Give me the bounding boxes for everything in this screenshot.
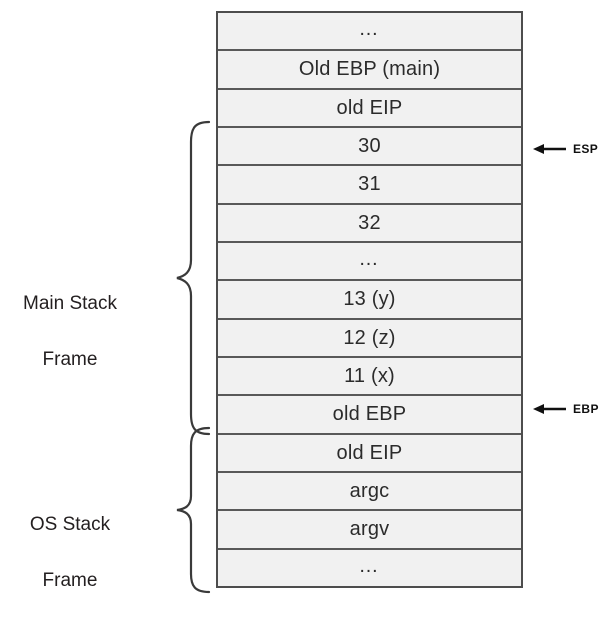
- stack-row: 13 (y): [218, 281, 521, 320]
- frame-label-main-stack-line2: Frame: [42, 349, 98, 370]
- arrow-left-icon: [531, 142, 567, 156]
- stack-row: 11 (x): [218, 357, 521, 397]
- stack-row-label: 11 (x): [344, 365, 395, 388]
- frame-label-main-stack: Main Stack Frame: [0, 262, 140, 402]
- arrow-left-icon: [531, 402, 567, 416]
- stack-row-label: old EBP: [332, 403, 407, 426]
- stack-row: 32: [218, 204, 521, 243]
- stack-row: Old EBP (main): [218, 51, 521, 90]
- pointer-ebp-label: EBP: [573, 402, 599, 416]
- stack-row: old EBP: [218, 396, 521, 435]
- stack-row-label: Old EBP (main): [298, 58, 441, 81]
- frame-label-os-stack-line2: Frame: [42, 570, 98, 591]
- frame-group-main-stack: Main Stack Frame: [0, 120, 216, 436]
- stack-row-label: 13 (y): [343, 288, 396, 311]
- stack-row-label: old EIP: [336, 441, 403, 464]
- stack-row: 31: [218, 166, 521, 205]
- stack-row: …: [218, 13, 521, 52]
- pointer-esp: ESP: [531, 140, 598, 158]
- stack-row-label: 12 (z): [343, 326, 396, 349]
- stack-diagram: … Old EBP (main) old EIP 30 31 32 … 13 (y) 12 (z…: [0, 11, 599, 594]
- stack-row: 30: [218, 127, 521, 167]
- stack-row-label: 32: [358, 211, 381, 234]
- frame-label-main-stack-line1: Main Stack: [23, 293, 117, 314]
- curly-brace-icon: [176, 120, 211, 436]
- stack-row-label: …: [358, 554, 381, 577]
- stack-row: …: [218, 242, 521, 282]
- pointer-esp-label: ESP: [573, 142, 599, 156]
- stack-row: argc: [218, 472, 521, 512]
- stack-row-label: 31: [358, 173, 381, 196]
- frame-group-os-stack: OS Stack Frame: [0, 426, 216, 594]
- stack-row-label: …: [358, 18, 381, 41]
- stack-row-label: argv: [349, 518, 390, 541]
- curly-brace-icon: [176, 426, 211, 594]
- stack-row: old EIP: [218, 434, 521, 473]
- stack-row-label: argc: [349, 480, 390, 503]
- frame-label-os-stack-line1: OS Stack: [29, 514, 111, 535]
- stack-row: old EIP: [218, 89, 521, 128]
- stack-row: …: [218, 549, 521, 586]
- frame-label-os-stack: OS Stack Frame: [0, 483, 140, 623]
- stack-row-label: 30: [358, 135, 381, 158]
- stack-row: 12 (z): [218, 319, 521, 358]
- stack-row-label: old EIP: [336, 96, 403, 119]
- pointer-ebp: EBP: [531, 400, 599, 418]
- stack-row-label: …: [358, 248, 381, 271]
- stack-row: argv: [218, 511, 521, 550]
- stack-table: … Old EBP (main) old EIP 30 31 32 … 13 (y) 12 (z…: [216, 11, 523, 588]
